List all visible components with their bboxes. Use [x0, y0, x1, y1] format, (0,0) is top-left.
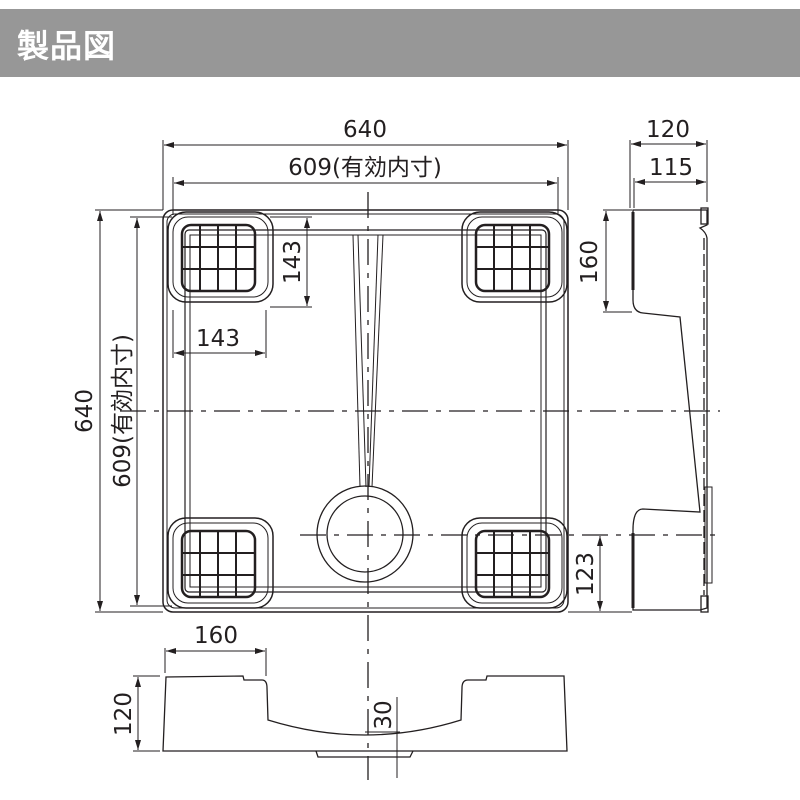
side-dimensions [568, 140, 708, 613]
pad-width-label: 143 [196, 326, 240, 352]
foot-pad-bottom-left [166, 516, 275, 610]
foot-pad-bottom-right [460, 516, 569, 610]
side-view [631, 207, 713, 613]
section-title: 製品図 [17, 27, 117, 65]
depth-dimensions [95, 209, 172, 613]
width-dimensions [162, 140, 569, 215]
pad-dimensions [172, 216, 312, 358]
pad-height-label: 143 [280, 240, 306, 284]
inner-width-label: 609(有効内寸) [288, 155, 442, 181]
side-inner-height-label: 115 [649, 155, 693, 181]
front-dimensions [133, 648, 400, 778]
side-height-label: 120 [646, 117, 690, 143]
foot-pad-top-right [460, 210, 569, 304]
section-header: 製品図 [0, 9, 800, 77]
pad-offset-label: 123 [573, 552, 599, 596]
inner-depth-label: 609(有効内寸) [110, 334, 136, 488]
recess-depth-label: 30 [371, 700, 397, 729]
side-pad-length-label: 160 [577, 240, 603, 284]
overall-width-label: 640 [343, 117, 387, 143]
front-pad-length-label: 160 [194, 623, 238, 649]
overall-depth-label: 640 [72, 389, 98, 433]
front-height-label: 120 [111, 692, 137, 736]
foot-pad-top-left [166, 210, 275, 304]
front-view [162, 675, 568, 758]
top-view [120, 192, 720, 780]
